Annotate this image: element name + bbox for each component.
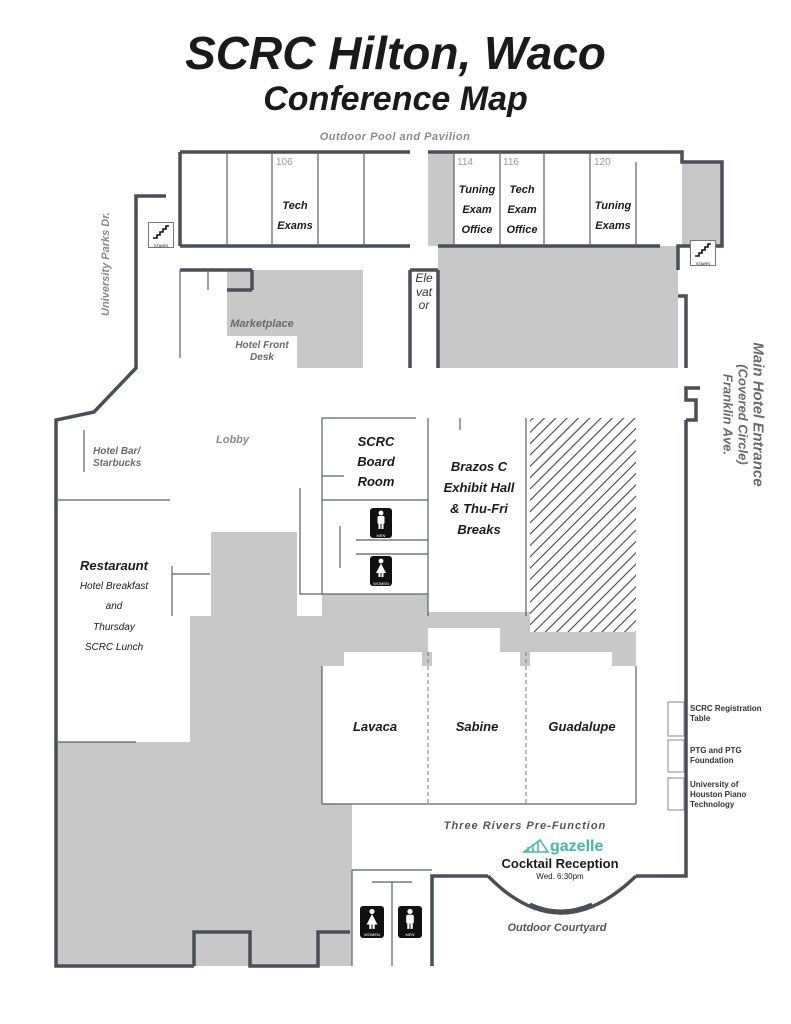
men-restroom-icon: MEN: [370, 508, 392, 538]
table-ptg: [667, 739, 685, 773]
table-uh-label: University of Houston Piano Technology: [690, 780, 747, 809]
room-number-120: 120: [594, 157, 611, 168]
grey-block-east-wing: [438, 246, 678, 368]
courtyard-step: [529, 902, 593, 913]
meeting-rooms-block: [322, 666, 636, 804]
sabine-room: Sabine: [455, 719, 499, 734]
grey-block-114: [428, 152, 454, 246]
stairs-icon: STAIRS: [690, 240, 716, 266]
room-number-106: 106: [276, 157, 293, 168]
stairs-icon: STAIRS: [148, 222, 174, 248]
grey-kitchen: [56, 616, 352, 966]
grey-block-service: [211, 532, 297, 616]
room-116-name: Tech Exam Office: [506, 184, 538, 236]
marketplace-label: Marketplace: [230, 318, 294, 330]
courtyard-label: Outdoor Courtyard: [507, 922, 607, 934]
room-114-name: Tuning Exam Office: [458, 184, 496, 236]
guadalupe-room: Guadalupe: [548, 719, 616, 734]
women-restroom-icon: WOMEN: [370, 556, 392, 586]
exhibit-hatched-area: [530, 418, 636, 632]
pre-function-label: Three Rivers Pre-Function: [443, 820, 607, 832]
gazelle-logo-icon: [521, 838, 550, 853]
partitions: [56, 152, 637, 966]
elevator-label: Elevator: [415, 271, 433, 312]
women-restroom-icon: WOMEN: [360, 906, 384, 938]
grey-block-stairs-east: [682, 162, 722, 246]
table-scrc: [667, 701, 685, 737]
front-desk-label: Hotel Front Desk: [235, 340, 289, 363]
sponsor-logo-text: gazelle: [550, 838, 604, 855]
registration-tables: [667, 701, 685, 811]
restaurant-line-2: and: [105, 601, 123, 612]
map-title: SCRC Hilton, Waco: [185, 27, 606, 79]
university-parks-label: University Parks Dr.: [100, 212, 112, 316]
lavaca-room: Lavaca: [352, 719, 398, 734]
board-room-label: SCRC Board Room: [357, 434, 395, 489]
courtyard-arc: [486, 874, 638, 915]
reception-title: Cocktail Reception: [501, 856, 619, 871]
pool-label: Outdoor Pool and Pavilion: [319, 131, 471, 143]
hotel-bar-label: Hotel Bar/ Starbucks: [93, 446, 142, 469]
restaurant-line-4: SCRC Lunch: [84, 642, 144, 653]
lobby-label: Lobby: [216, 434, 249, 446]
grey-block-board-corridor: [322, 594, 428, 616]
front-desk-box: [227, 336, 297, 368]
reception-time: Wed. 6:30pm: [536, 872, 584, 881]
room-dividers: [427, 652, 527, 804]
map-subtitle: Conference Map: [263, 80, 528, 118]
table-uh: [667, 777, 685, 811]
men-restroom-icon: MEN: [398, 906, 422, 938]
table-scrc-label: SCRC Registration Table: [690, 704, 762, 723]
table-ptg-label: PTG and PTG Foundation: [690, 746, 742, 765]
restaurant-title: Restaraunt: [80, 558, 148, 573]
room-106-name: Tech Exams: [277, 200, 313, 232]
room-120-name: Tuning Exams: [594, 200, 632, 232]
exhibit-hall-label: Brazos C Exhibit Hall & Thu-Fri Breaks: [443, 459, 515, 537]
restaurant-line-1: Hotel Breakfast: [79, 581, 149, 592]
main-entrance-label: Main Hotel Entrance (Covered Circle) Fra…: [720, 342, 767, 487]
walls: [54, 150, 724, 968]
room-number-114: 114: [457, 157, 473, 168]
room-number-116: 116: [503, 157, 519, 168]
restaurant-line-3: Thursday: [93, 622, 135, 633]
